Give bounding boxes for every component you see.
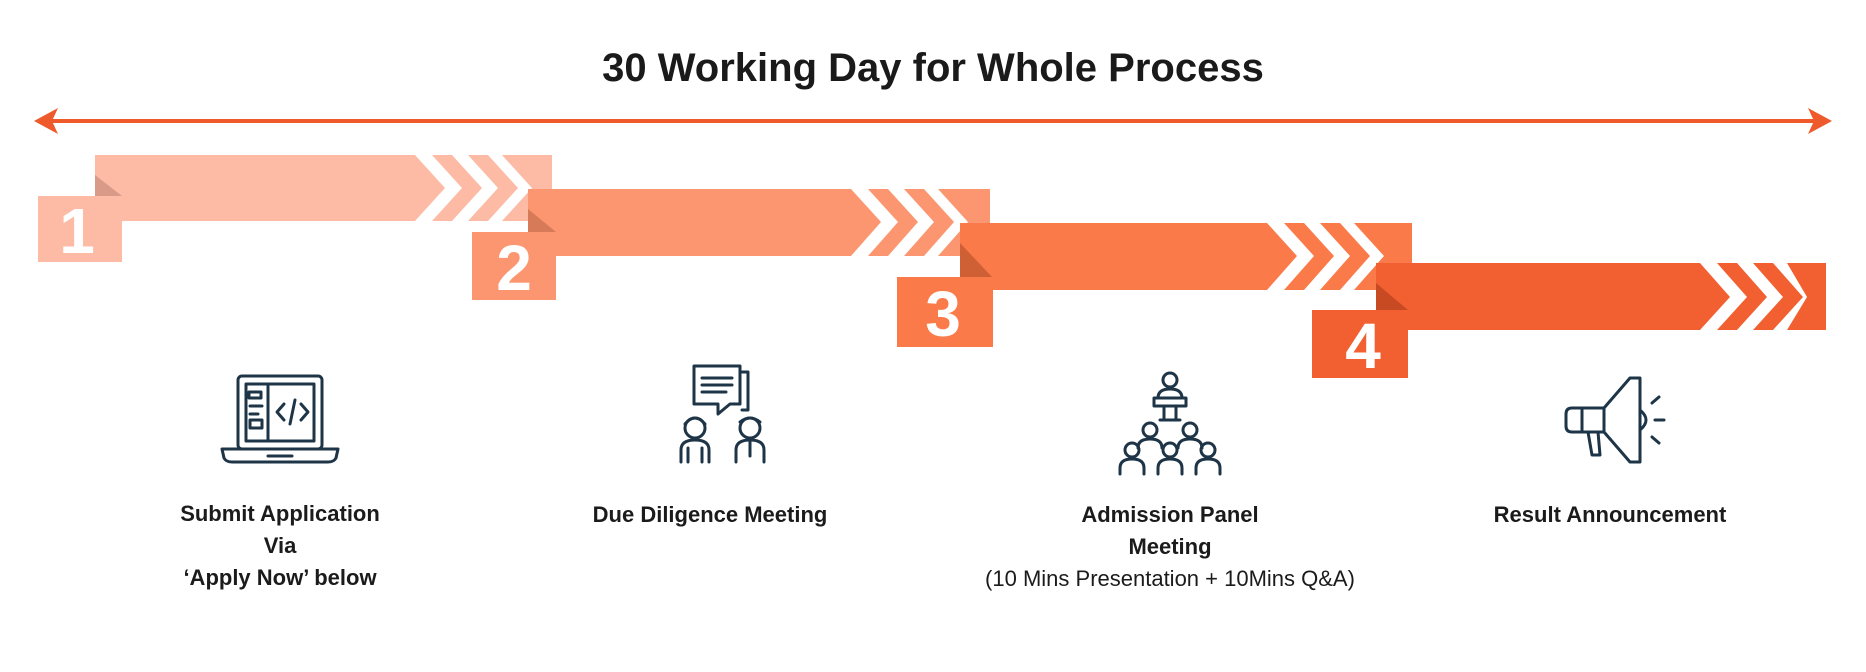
- presentation-audience-icon: [1118, 371, 1222, 476]
- step-4-number: 4: [1345, 310, 1381, 382]
- step-4-ribbon: 4: [1312, 263, 1826, 382]
- step-2-number: 2: [496, 232, 532, 304]
- step-3-line-1: Admission Panel: [1081, 502, 1259, 527]
- step-4-line-1: Result Announcement: [1493, 502, 1727, 527]
- step-3-label: Admission Panel Meeting (10 Mins Present…: [960, 499, 1380, 595]
- step-3-number: 3: [925, 278, 961, 350]
- megaphone-icon: [1564, 376, 1666, 464]
- step-1-line-3: ‘Apply Now’ below: [183, 565, 377, 590]
- duration-arrow: [34, 108, 1832, 134]
- step-1-label: Submit Application Via ‘Apply Now’ below: [150, 498, 410, 594]
- step-1-number: 1: [59, 195, 95, 267]
- process-title: 30 Working Day for Whole Process: [602, 46, 1264, 90]
- step-2-label: Due Diligence Meeting: [560, 499, 860, 531]
- step-2-line-1: Due Diligence Meeting: [592, 502, 828, 527]
- step-4-label: Result Announcement: [1460, 499, 1760, 531]
- meeting-chat-icon: [679, 364, 766, 464]
- step-3-subtext: (10 Mins Presentation + 10Mins Q&A): [985, 566, 1355, 591]
- step-1-line-2: Via: [263, 533, 297, 558]
- laptop-code-icon: [220, 374, 340, 464]
- step-1-line-1: Submit Application: [180, 501, 380, 526]
- step-3-line-2: Meeting: [1128, 534, 1212, 559]
